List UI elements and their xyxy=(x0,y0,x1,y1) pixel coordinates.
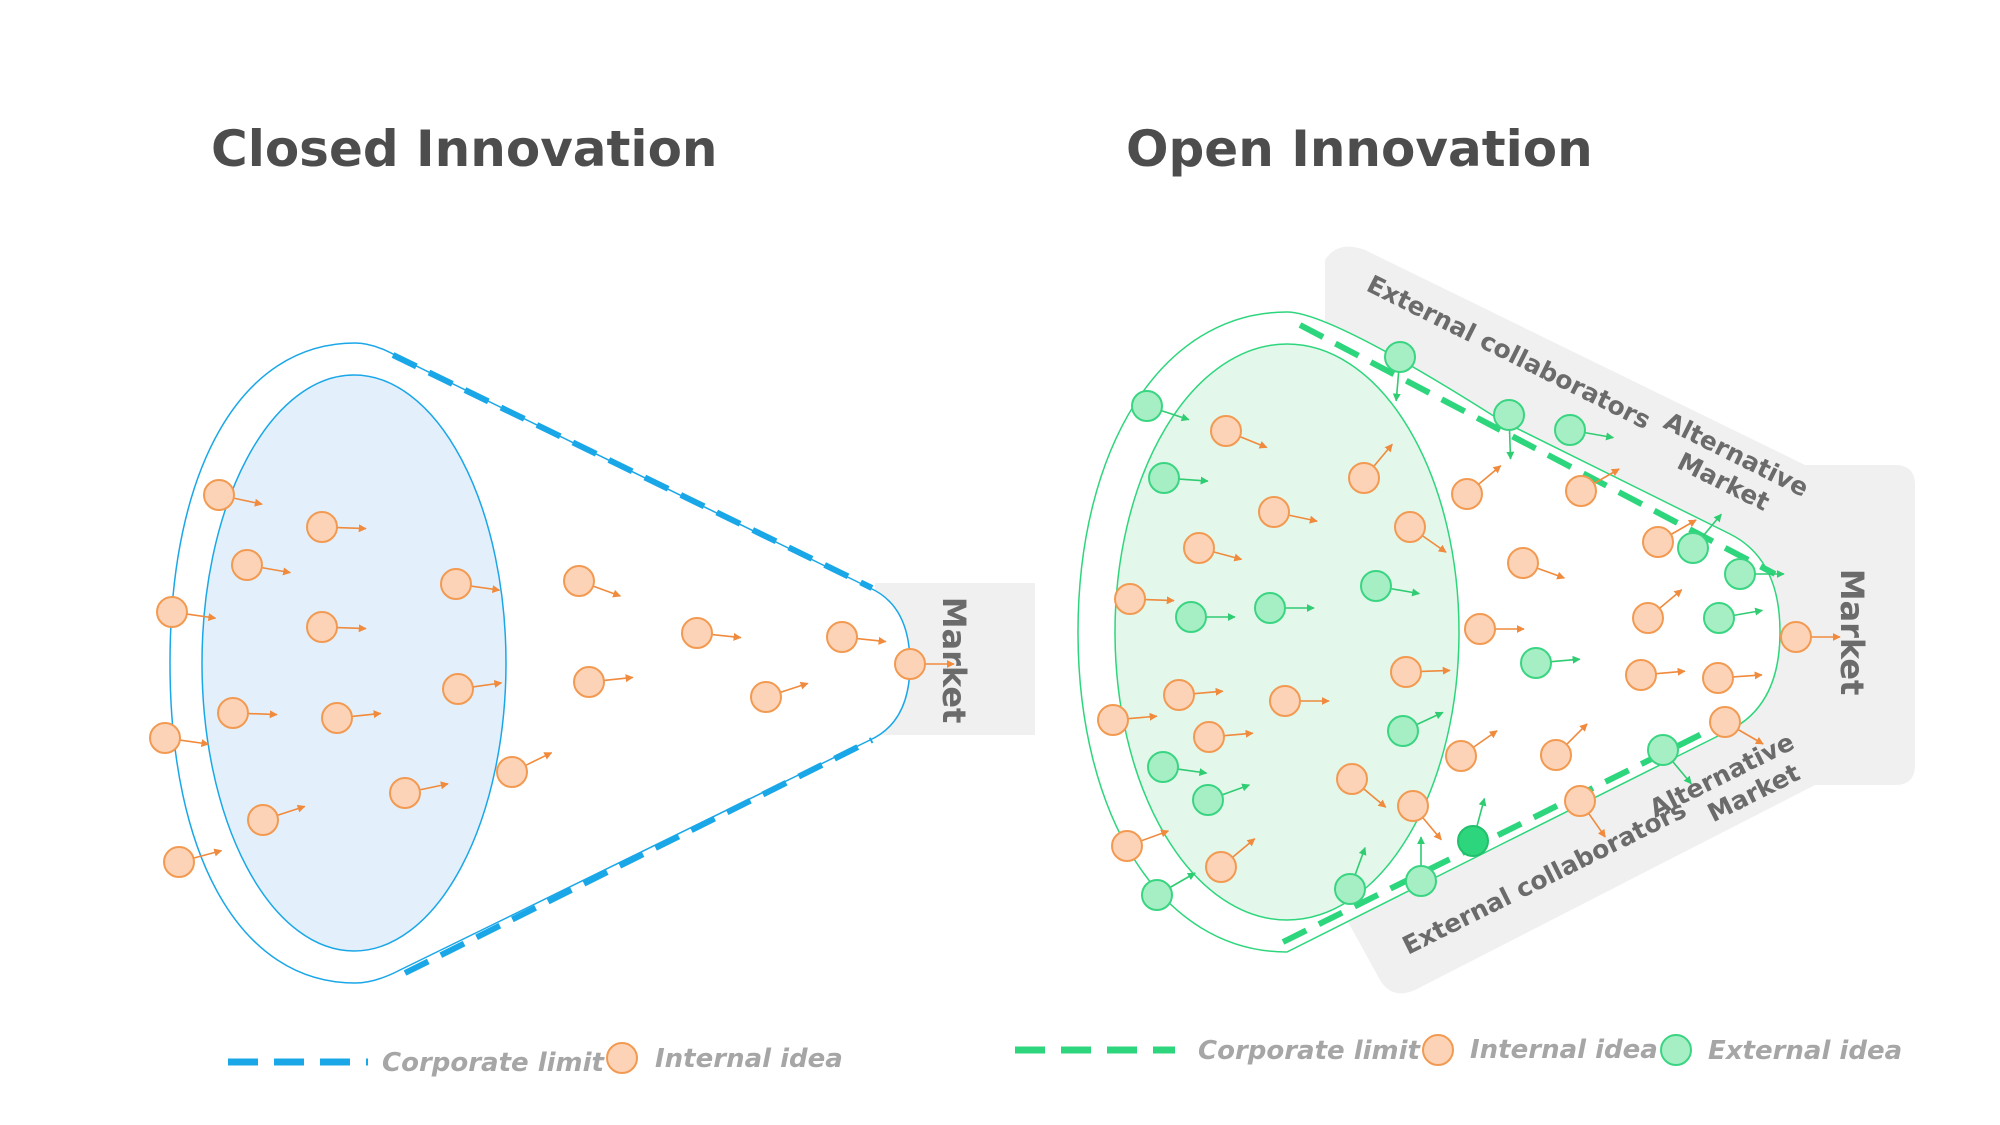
open-inner-ellipse xyxy=(1114,343,1460,921)
legend-internal-idea-label: Internal idea xyxy=(655,1044,843,1074)
internal-idea xyxy=(1507,547,1566,580)
internal-idea xyxy=(681,617,742,649)
internal-idea xyxy=(1163,679,1224,711)
external-idea xyxy=(1147,751,1208,783)
internal-idea xyxy=(1709,706,1764,745)
internal-idea xyxy=(321,702,382,734)
external-idea xyxy=(1384,341,1416,402)
internal-idea xyxy=(1702,662,1763,694)
internal-idea xyxy=(1397,790,1442,841)
internal-idea xyxy=(1348,443,1393,494)
internal-idea xyxy=(1642,519,1697,558)
closed-inner-ellipse xyxy=(201,374,507,952)
external-idea xyxy=(1141,872,1196,911)
legend-corporate-limit-label: Corporate limit xyxy=(382,1048,606,1078)
internal-idea xyxy=(247,804,306,836)
external-idea xyxy=(1192,783,1251,816)
open-innovation-panel: Open Innovation External collaborators E… xyxy=(1015,120,1915,1066)
external-idea xyxy=(1254,592,1315,624)
internal-idea xyxy=(1390,656,1451,688)
closed-innovation-panel: Closed Innovation Market Corporate limit… xyxy=(149,120,1035,1078)
internal-idea xyxy=(826,621,887,653)
open-ideas xyxy=(1097,341,1841,911)
external-idea xyxy=(1148,462,1209,494)
open-market-label: Market xyxy=(1833,569,1871,696)
internal-idea xyxy=(1451,465,1502,510)
closed-legend: Corporate limit Internal idea xyxy=(228,1042,843,1078)
internal-idea xyxy=(1445,730,1498,772)
closed-ideas xyxy=(149,479,955,878)
legend-corporate-limit-label: Corporate limit xyxy=(1198,1036,1422,1066)
orange-circle-icon xyxy=(1422,1034,1454,1066)
internal-idea xyxy=(496,751,553,788)
closed-corporate-limit-bottom xyxy=(403,737,874,976)
internal-idea xyxy=(440,568,501,600)
internal-idea xyxy=(1394,511,1447,553)
internal-idea xyxy=(1625,659,1686,691)
internal-idea xyxy=(1336,763,1387,808)
open-legend: Corporate limit Internal idea External i… xyxy=(1015,1034,1902,1066)
internal-idea xyxy=(1193,721,1254,753)
legend-external-idea-label: External idea xyxy=(1708,1036,1902,1066)
internal-idea xyxy=(573,666,634,698)
internal-idea xyxy=(1210,415,1268,449)
external-idea xyxy=(1647,734,1692,785)
internal-idea xyxy=(231,549,292,581)
external-idea xyxy=(1554,414,1615,446)
internal-idea xyxy=(1269,685,1330,717)
internal-idea xyxy=(1565,468,1620,507)
legend-internal-idea-label: Internal idea xyxy=(1470,1035,1658,1065)
external-idea xyxy=(1175,601,1236,633)
internal-idea xyxy=(1114,583,1175,615)
closed-market-label: Market xyxy=(935,597,973,724)
internal-idea xyxy=(156,596,217,628)
internal-idea xyxy=(1111,829,1170,862)
closed-corporate-limit-top xyxy=(391,352,874,591)
internal-idea xyxy=(563,565,622,598)
external-idea xyxy=(1405,836,1437,897)
external-idea xyxy=(1520,647,1581,679)
external-idea xyxy=(1703,602,1764,634)
external-idea xyxy=(1360,570,1421,602)
closed-title: Closed Innovation xyxy=(211,120,718,178)
external-idea xyxy=(1387,711,1444,747)
green-circle-icon xyxy=(1660,1034,1692,1066)
external-idea xyxy=(1131,390,1190,422)
external-idea xyxy=(1724,558,1785,590)
internal-idea xyxy=(1183,532,1243,564)
internal-idea xyxy=(1780,621,1841,653)
internal-idea xyxy=(1205,838,1256,883)
external-idea-solid xyxy=(1457,797,1489,857)
external-idea xyxy=(1334,846,1367,905)
internal-idea xyxy=(1464,613,1525,645)
internal-idea xyxy=(163,846,223,878)
internal-idea xyxy=(1632,589,1683,634)
orange-circle-icon xyxy=(606,1042,638,1074)
internal-idea xyxy=(217,697,278,729)
internal-idea xyxy=(1540,723,1588,771)
internal-idea xyxy=(1564,785,1606,838)
internal-idea xyxy=(1258,496,1318,528)
internal-idea xyxy=(203,479,263,511)
open-title: Open Innovation xyxy=(1126,120,1593,178)
internal-idea xyxy=(149,722,210,754)
internal-idea xyxy=(389,777,449,809)
internal-idea xyxy=(894,648,955,680)
internal-idea xyxy=(1097,704,1158,736)
external-idea xyxy=(1493,399,1525,460)
internal-idea xyxy=(306,511,367,543)
external-idea xyxy=(1677,513,1722,564)
internal-idea xyxy=(306,611,367,643)
internal-idea xyxy=(442,673,503,705)
internal-idea xyxy=(750,681,809,713)
